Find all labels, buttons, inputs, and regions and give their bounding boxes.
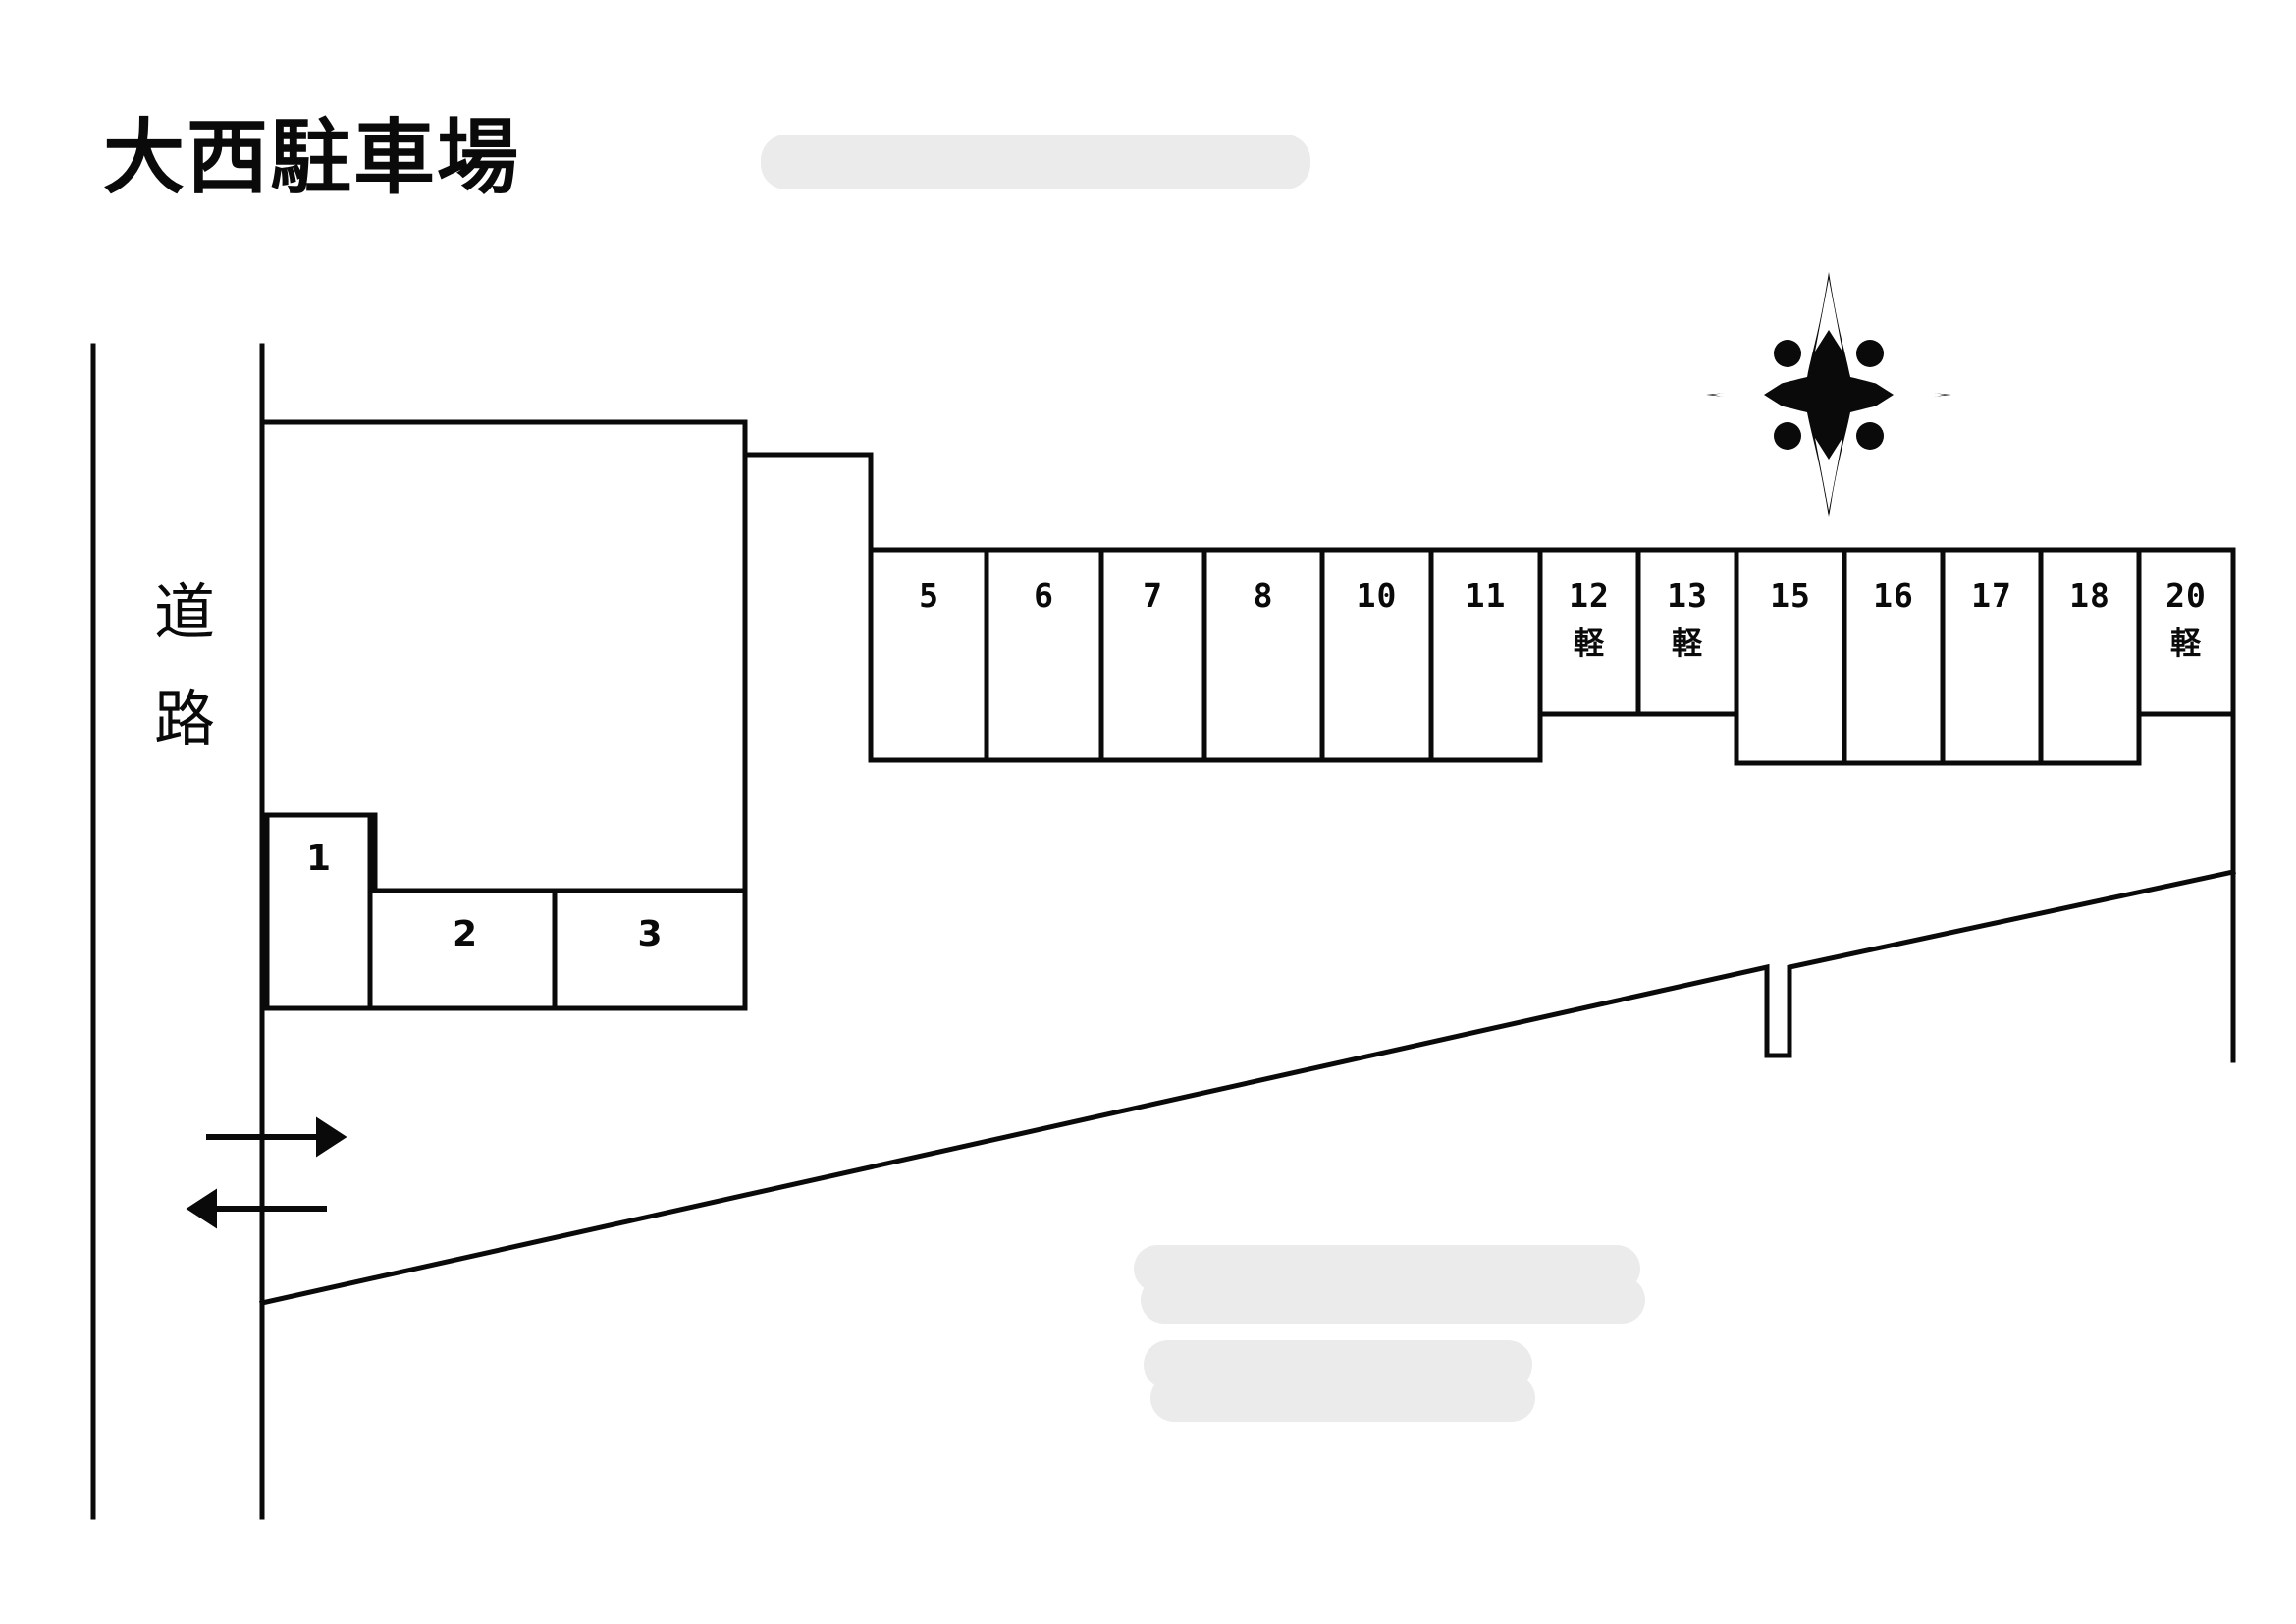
- compass-dot-ne: [1856, 340, 1884, 367]
- compass-dot-nw: [1774, 340, 1801, 367]
- compass-east-notch: [1872, 381, 1945, 408]
- compass-west-notch: [1713, 381, 1786, 408]
- compass-north-notch: [1815, 279, 1842, 352]
- property-boundary-diagonal: [259, 869, 2236, 1306]
- building-outline: [259, 419, 748, 1011]
- compass-dot-se: [1856, 422, 1884, 450]
- road-label-char-1: 道: [153, 576, 215, 648]
- road-label-char-2: 路: [153, 682, 215, 755]
- traffic-arrows-group: [186, 1116, 347, 1229]
- compass-star: [1706, 272, 1951, 517]
- traffic-arrow-right-head: [316, 1116, 347, 1158]
- redaction-note-line4: [1150, 1375, 1535, 1422]
- redaction-note-line2: [1141, 1276, 1645, 1324]
- road-label: 道 路: [140, 560, 229, 773]
- stall-1-outline: [264, 812, 373, 1011]
- stall-2-3-outline: [367, 888, 748, 1011]
- stall-row-outline: [868, 547, 2236, 1063]
- traffic-arrow-left-head: [186, 1188, 217, 1229]
- compass-south-notch: [1815, 438, 1842, 511]
- driveway-step-connector: [742, 419, 874, 553]
- page-title: 大西駐車場: [103, 110, 520, 205]
- redaction-title-bar: [761, 135, 1310, 189]
- compass-dot-sw: [1774, 422, 1801, 450]
- north-compass-rose: [1706, 272, 1951, 517]
